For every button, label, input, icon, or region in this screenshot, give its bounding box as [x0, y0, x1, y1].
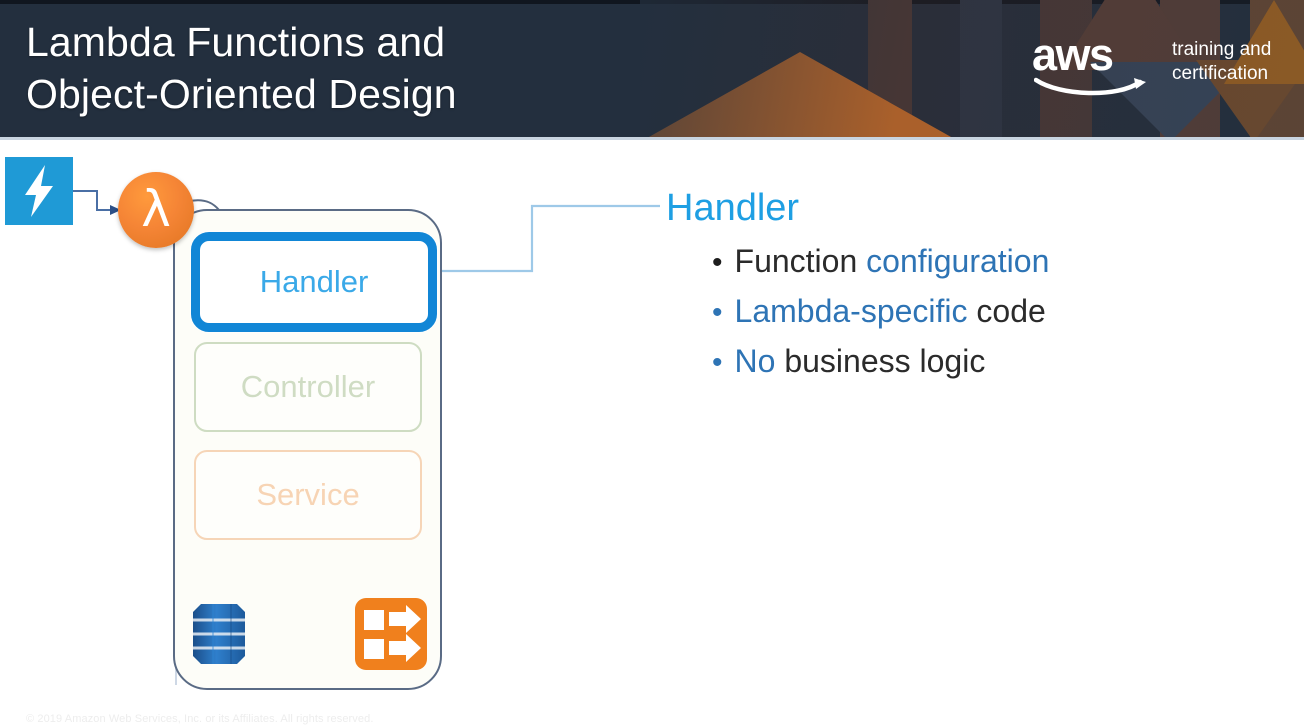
content-heading: Handler [666, 187, 800, 229]
page-title: Lambda Functions and Object-Oriented Des… [26, 19, 457, 117]
bullet-text-highlight: No [734, 343, 776, 379]
diagram-box-controller[interactable]: Controller [194, 342, 422, 432]
bullet-text-highlight: Lambda-specific [734, 293, 968, 329]
diagram-box-handler[interactable]: Handler [191, 232, 437, 332]
lightning-bolt-icon [25, 165, 53, 217]
trigger-event-icon [5, 157, 73, 225]
lambda-service-icon: λ [118, 172, 194, 248]
diagram-box-service[interactable]: Service [194, 450, 422, 540]
footer-copyright: © 2019 Amazon Web Services, Inc. or its … [26, 713, 374, 725]
aws-wordmark: aws [1032, 29, 1114, 80]
bullet-text-pre: Function [734, 243, 867, 279]
aws-logo: aws training and certification [1032, 32, 1282, 106]
diagram-box-service-label: Service [256, 477, 360, 512]
sns-icon [355, 598, 427, 670]
bullet-text-post: code [967, 293, 1046, 329]
list-item: • Lambda-specific code [712, 287, 1266, 337]
bullet-text: Lambda-specific code [735, 287, 1046, 336]
bullet-text-highlight: configuration [866, 243, 1050, 279]
bullet-marker-icon: • [712, 296, 723, 329]
slide-body: λ Handler Controller Service [0, 140, 1304, 727]
header-bottom-strip [0, 137, 1304, 140]
list-item: • No business logic [712, 337, 1266, 387]
aws-tagline: training and certification [1172, 39, 1272, 84]
bullet-text: No business logic [735, 337, 986, 386]
aws-smile-icon [1034, 77, 1146, 96]
dynamodb-icon [193, 604, 245, 664]
slide-header: Lambda Functions and Object-Oriented Des… [0, 0, 1304, 140]
header-overlay-veil [640, 0, 1304, 140]
list-item: • Function configuration [712, 237, 1266, 287]
bullet-text-post: business logic [775, 343, 986, 379]
bullet-text: Function configuration [735, 237, 1050, 286]
diagram-box-controller-label: Controller [240, 369, 376, 404]
bullet-marker-icon: • [712, 246, 723, 279]
content-pane: Handler • Function configuration • Lambd… [666, 185, 1266, 387]
diagram-box-handler-label: Handler [259, 264, 369, 299]
bullet-marker-icon: • [712, 346, 723, 379]
lambda-symbol: λ [141, 180, 171, 238]
